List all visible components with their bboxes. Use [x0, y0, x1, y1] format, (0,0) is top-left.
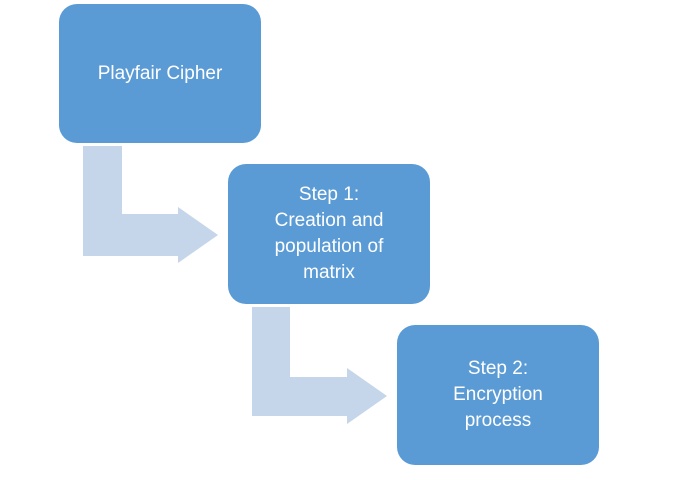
- step-1-box: Step 1: Creation and population of matri…: [228, 164, 430, 304]
- bent-arrow-1-to-2: [83, 146, 218, 263]
- step-2-box: Step 2: Encryption process: [397, 325, 599, 465]
- playfair-cipher-box: Playfair Cipher: [59, 4, 261, 143]
- box-label-line: Step 2:: [467, 358, 529, 379]
- box-label-line: Creation and: [274, 210, 384, 231]
- box-label-line: Encryption: [453, 384, 543, 405]
- box-label-line: process: [464, 410, 532, 431]
- box-label-line: population of: [274, 236, 384, 257]
- box-label-line: Step 1:: [298, 184, 360, 205]
- box-label-line: matrix: [303, 262, 355, 283]
- bent-arrow-2-to-3: [252, 307, 387, 424]
- box-label-line: Playfair Cipher: [97, 62, 223, 84]
